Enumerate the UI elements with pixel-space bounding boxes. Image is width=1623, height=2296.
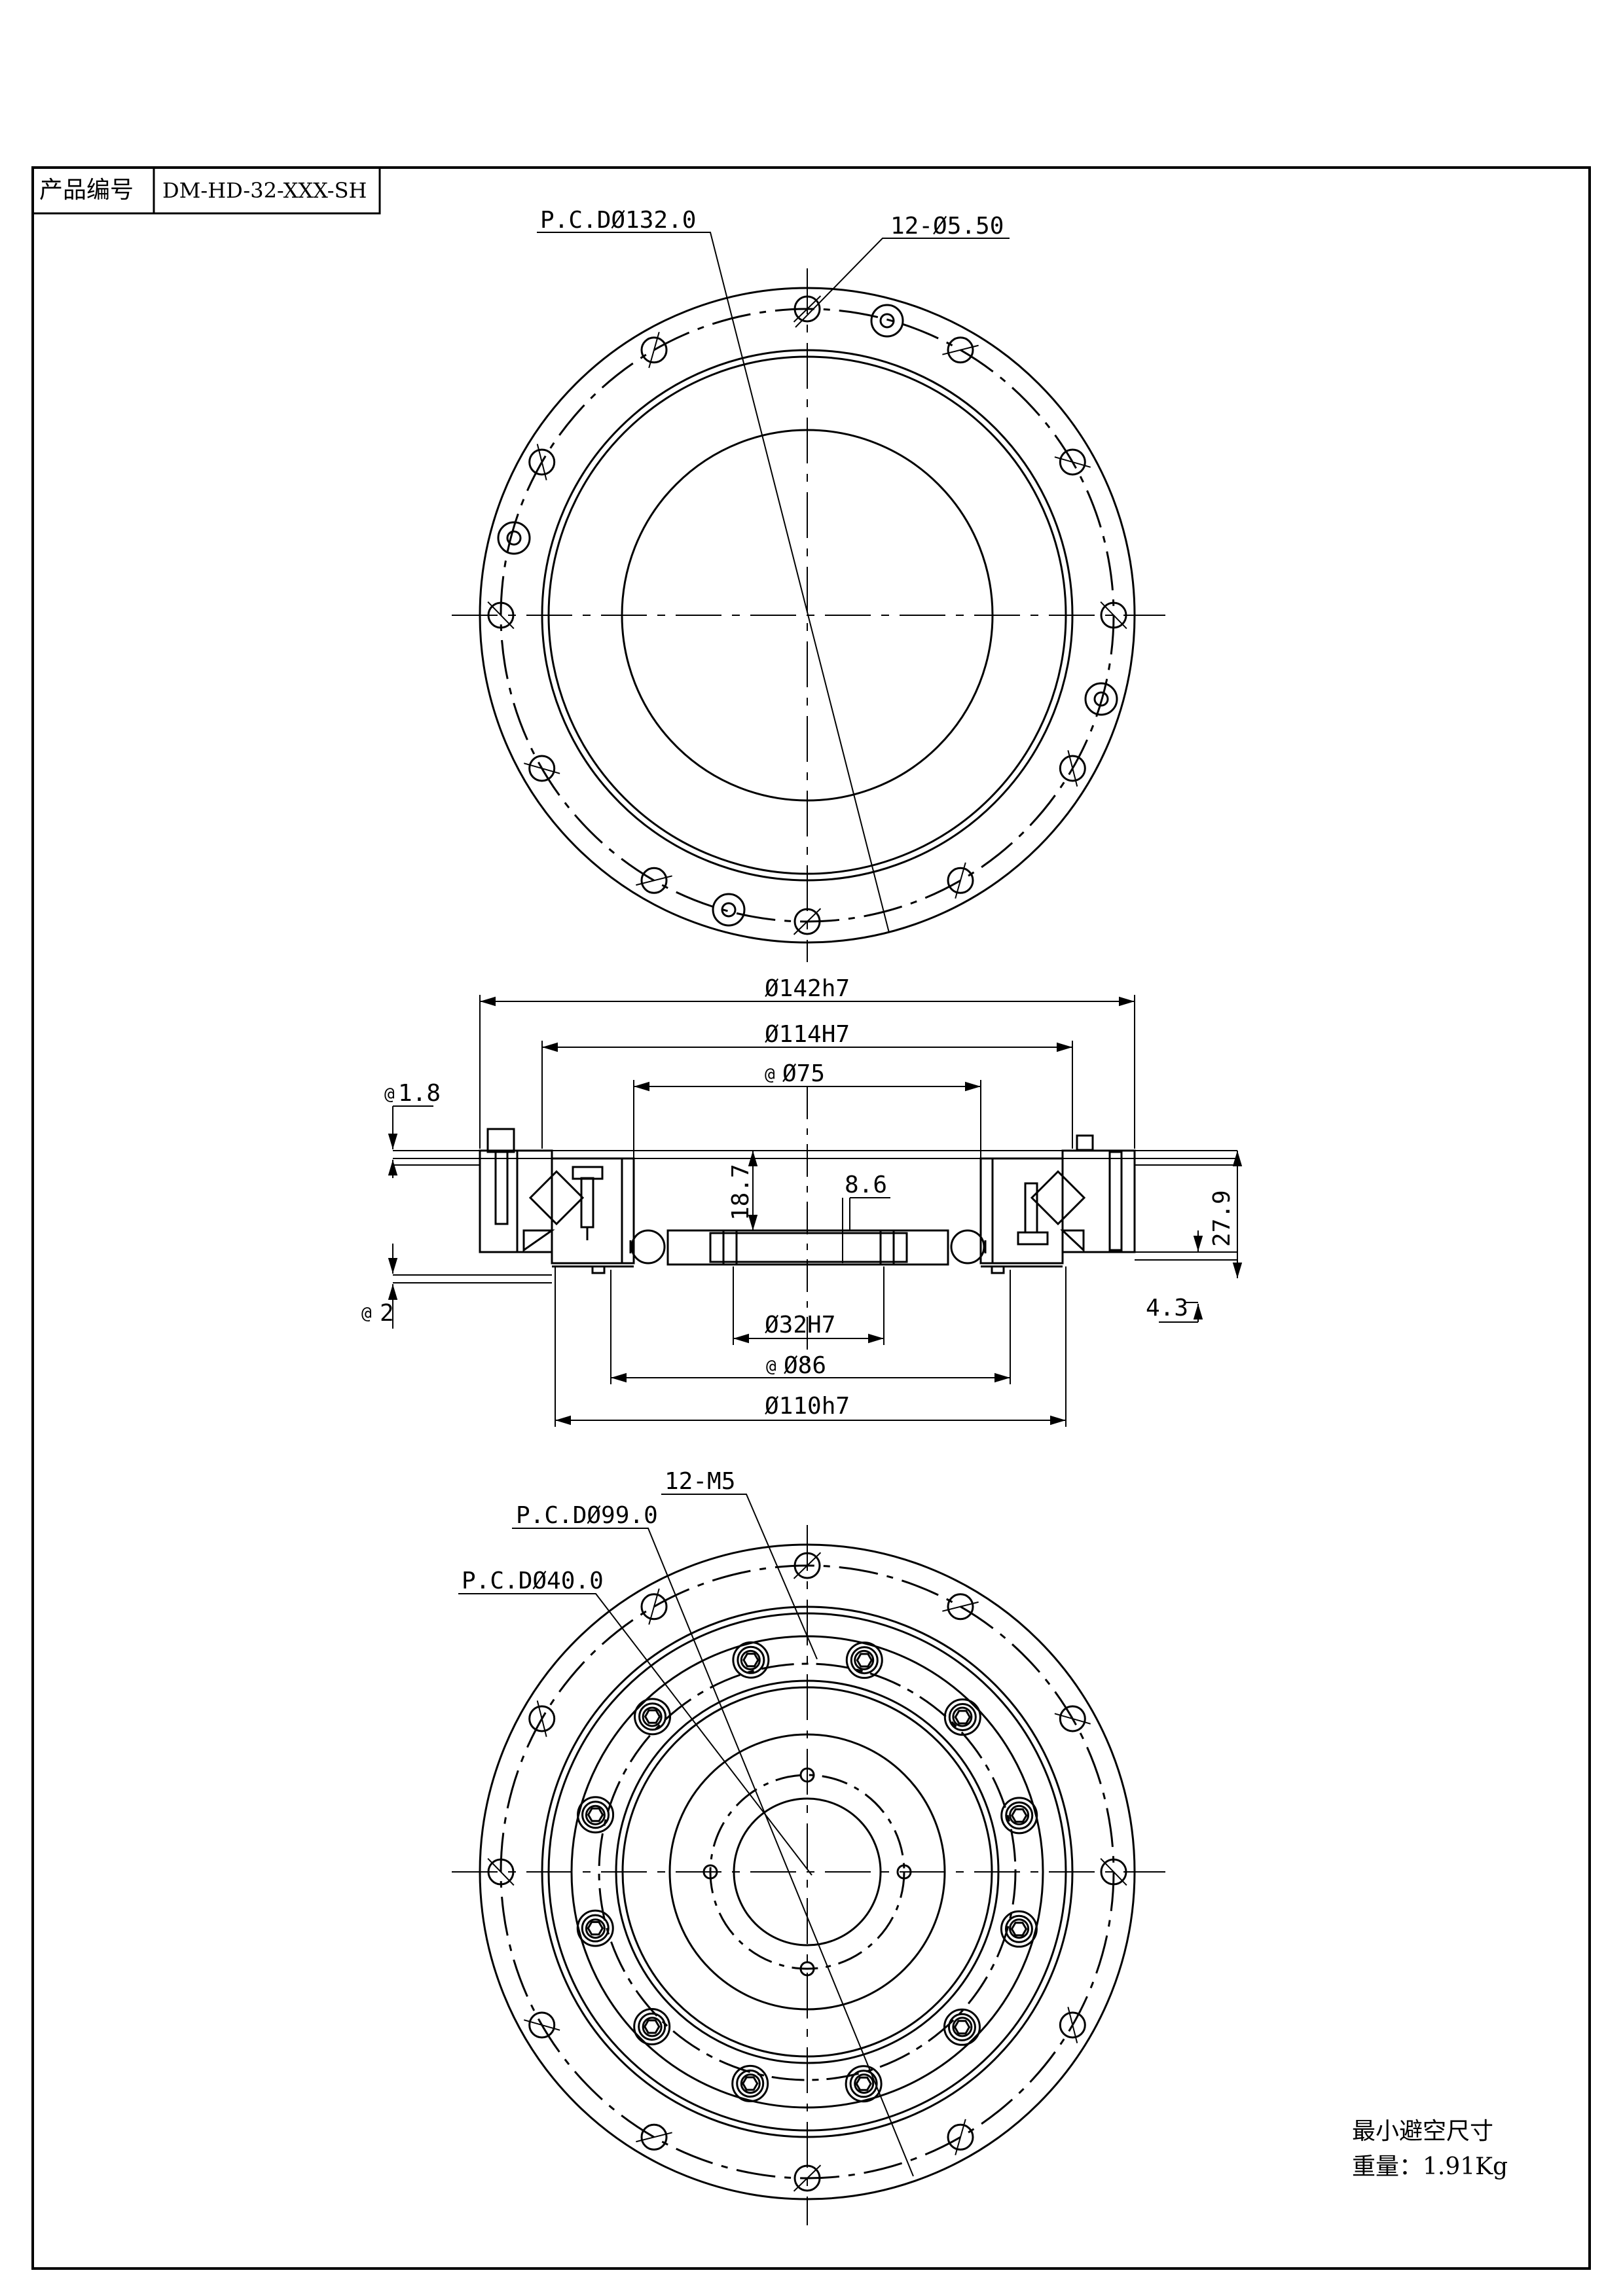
- screw-head: [732, 1641, 770, 1679]
- screw-head: [633, 2007, 671, 2045]
- highlighted-hole: [712, 893, 746, 927]
- thread-hole: [740, 1649, 761, 1670]
- dim-at-1-8: @: [384, 1085, 395, 1104]
- bolt-hole: [947, 867, 974, 894]
- inner-hole: [799, 1767, 815, 1783]
- title-block-label: 产品编号: [39, 177, 134, 204]
- bolt-hole: [947, 336, 974, 364]
- bolt-hole: [487, 601, 515, 629]
- bolt-hole: [793, 295, 821, 323]
- bolt-hole: [793, 1552, 821, 1579]
- bolt-hole: [640, 867, 668, 894]
- top-view: [452, 232, 1165, 962]
- screw-head: [731, 2064, 769, 2102]
- inner-hole: [896, 1864, 912, 1880]
- thread-hole: [585, 1918, 606, 1939]
- bolt-hole: [528, 448, 556, 476]
- bolt-hole: [528, 2011, 556, 2039]
- top-bolt-holes: [487, 295, 1127, 935]
- bolt-hole: [947, 1593, 974, 1621]
- section-view: [393, 1086, 1237, 1361]
- screw-head: [845, 2065, 883, 2103]
- inner-hole: [799, 1961, 815, 1977]
- note-clearance: 最小避空尺寸: [1352, 2118, 1493, 2145]
- thread-hole: [1009, 1804, 1030, 1825]
- highlighted-hole: [497, 521, 531, 555]
- dim-outer-142: Ø142h7: [765, 975, 850, 1002]
- bolt-hole: [1100, 601, 1127, 629]
- thread-hole: [952, 2017, 973, 2037]
- bolt-hole: [640, 1593, 668, 1621]
- bolt-hole: [528, 1705, 556, 1732]
- thread-hole: [952, 1706, 973, 1727]
- top-holes-label: 12-Ø5.50: [890, 213, 1004, 240]
- bolt-hole: [793, 2164, 821, 2192]
- screw-head: [634, 1698, 672, 1736]
- bottom-view: [452, 1494, 1165, 2225]
- dim-at-75: @: [765, 1065, 775, 1085]
- bolt-hole: [640, 336, 668, 364]
- dim-86: Ø86: [784, 1352, 826, 1379]
- highlighted-hole: [1084, 682, 1118, 716]
- dim-8-6: 8.6: [845, 1172, 887, 1198]
- dim-27-9: 27.9: [1209, 1190, 1235, 1247]
- dim-18-7: 18.7: [727, 1164, 754, 1221]
- screw-head: [1000, 1797, 1038, 1835]
- dim-bore-114: Ø114H7: [765, 1021, 850, 1048]
- thread-hole: [642, 1706, 663, 1727]
- screw-head: [576, 1909, 614, 1947]
- dim-32: Ø32H7: [765, 1312, 835, 1338]
- screw-head: [1000, 1910, 1038, 1948]
- bolt-hole: [1059, 1705, 1086, 1732]
- thread-hole: [854, 1649, 875, 1670]
- dim-4-3: 4.3: [1146, 1295, 1188, 1321]
- bolt-hole: [1059, 2011, 1086, 2039]
- dim-at-86: @: [766, 1357, 776, 1376]
- dim-110: Ø110h7: [765, 1393, 850, 1420]
- bottom-thread-label: 12-M5: [665, 1468, 735, 1495]
- bolt-hole: [1100, 1858, 1127, 1886]
- note-weight: 重量：1.91Kg: [1352, 2153, 1508, 2180]
- title-block: 产品编号 DM-HD-32-XXX-SH: [31, 166, 381, 215]
- screw-head: [943, 2008, 981, 2046]
- bottom-pcd40-label: P.C.DØ40.0: [462, 1568, 604, 1594]
- screw-head: [577, 1796, 615, 1834]
- bottom-thread-holes: [585, 1649, 1030, 2094]
- bolt-hole: [528, 755, 556, 782]
- dim-75: Ø75: [782, 1060, 825, 1087]
- thread-hole: [642, 2017, 663, 2037]
- drawing-frame: [31, 166, 1591, 2270]
- thread-hole: [740, 2073, 761, 2094]
- bolt-hole: [487, 1858, 515, 1886]
- section-dimensions: [388, 995, 1243, 1427]
- screw-head: [845, 1641, 883, 1679]
- bottom-inner-holes: [702, 1767, 912, 1977]
- dim-1-8: 1.8: [398, 1080, 441, 1107]
- dim-2: 2: [380, 1300, 394, 1327]
- highlighted-hole: [870, 304, 904, 338]
- bolt-hole: [640, 2123, 668, 2151]
- bolt-hole: [793, 908, 821, 935]
- thread-hole: [585, 1804, 606, 1825]
- bottom-pcd99-label: P.C.DØ99.0: [516, 1502, 658, 1529]
- screw-head: [943, 1698, 981, 1736]
- thread-hole: [1009, 1918, 1030, 1939]
- top-pcd-label: P.C.DØ132.0: [540, 207, 696, 234]
- bottom-screw-heads: [576, 1641, 1038, 2103]
- title-block-value: DM-HD-32-XXX-SH: [162, 178, 367, 203]
- inner-hole: [702, 1864, 718, 1880]
- bolt-hole: [947, 2123, 974, 2151]
- bolt-hole: [1059, 755, 1086, 782]
- bottom-outer-holes: [487, 1552, 1127, 2192]
- thread-hole: [854, 2073, 875, 2094]
- bolt-hole: [1059, 448, 1086, 476]
- dim-at-2: @: [361, 1304, 372, 1323]
